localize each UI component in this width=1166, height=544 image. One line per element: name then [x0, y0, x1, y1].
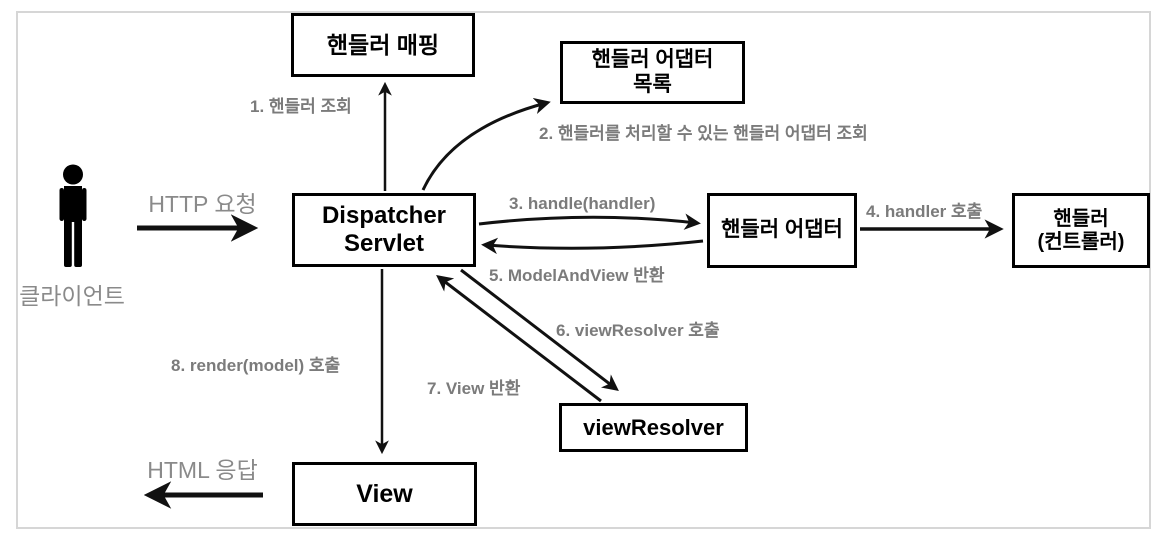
handler-adapter-list-node: 핸들러 어댑터 목록	[560, 41, 745, 104]
person-icon	[59, 164, 87, 267]
view-resolver-label: viewResolver	[583, 414, 724, 440]
dispatcher-servlet-label-line1: Dispatcher	[321, 202, 447, 230]
diagram-frame	[16, 11, 1151, 529]
handler-controller-label-line2: (컨트롤러)	[1037, 230, 1125, 253]
handler-adapter-node: 핸들러 어댑터	[707, 193, 857, 268]
step8-label: 8. render(model) 호출	[171, 356, 341, 375]
step7-label: 7. View 반환	[427, 379, 521, 398]
view-resolver-node: viewResolver	[559, 403, 748, 452]
step4-label: 4. handler 호출	[866, 202, 983, 221]
handler-mapping-label: 핸들러 매핑	[326, 31, 440, 58]
step6-label: 6. viewResolver 호출	[556, 321, 720, 340]
handler-adapter-label: 핸들러 어댑터	[721, 218, 843, 242]
dispatcher-servlet-node: Dispatcher Servlet	[292, 193, 476, 267]
handler-adapter-list-label-line2: 목록	[633, 72, 672, 96]
handler-adapter-list-label-line1: 핸들러 어댑터	[591, 48, 714, 72]
step1-label: 1. 핸들러 조회	[250, 97, 352, 116]
view-label: View	[356, 479, 413, 508]
handler-controller-node: 핸들러 (컨트롤러)	[1012, 193, 1150, 268]
handler-controller-label-line1: 핸들러	[1053, 207, 1109, 230]
step2-label: 2. 핸들러를 처리할 수 있는 핸들러 어댑터 조회	[539, 124, 868, 143]
client-label: 클라이언트	[19, 283, 125, 309]
step3-label: 3. handle(handler)	[509, 194, 656, 213]
handler-mapping-node: 핸들러 매핑	[291, 13, 475, 77]
dispatcher-servlet-label-line2: Servlet	[343, 230, 425, 257]
view-node: View	[292, 462, 477, 526]
html-response-label: HTML 응답	[147, 457, 258, 483]
step5-label: 5. ModelAndView 반환	[489, 266, 665, 285]
http-request-label: HTTP 요청	[148, 191, 257, 217]
